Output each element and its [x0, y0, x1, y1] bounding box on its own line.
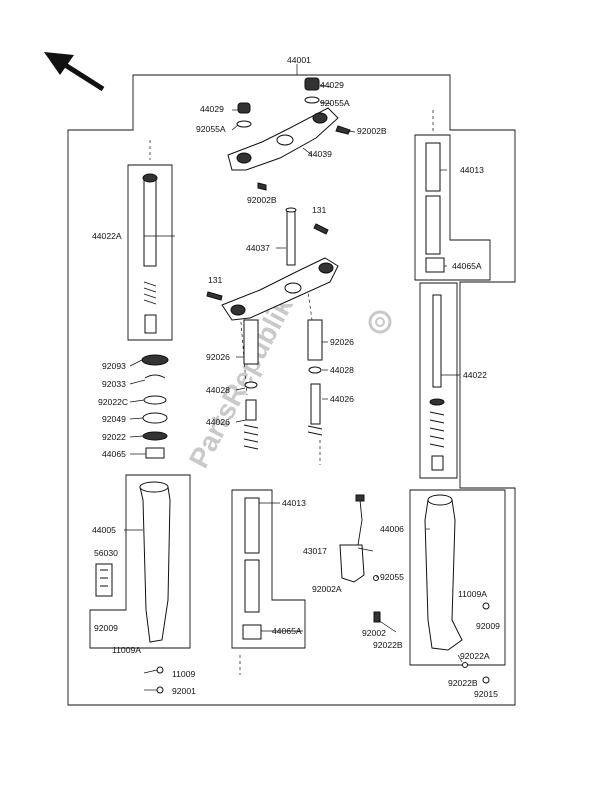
label-44005: 44005 [92, 525, 116, 535]
label-44001: 44001 [287, 55, 311, 65]
label-92009-right: 92009 [476, 621, 500, 631]
label-44029-left: 44029 [200, 104, 224, 114]
part-labels: 44001 44029 92055A 44029 92055A 92002B 4… [92, 55, 500, 699]
label-92055a-right: 92055A [320, 98, 350, 108]
upper-bracket [227, 77, 351, 191]
label-92002a: 92002A [312, 584, 342, 594]
label-92033: 92033 [102, 379, 126, 389]
label-131-left: 131 [208, 275, 223, 285]
label-44022a: 44022A [92, 231, 122, 241]
leader-lines [124, 64, 463, 691]
label-44026-left: 44026 [206, 417, 230, 427]
label-92022b-right: 92022B [448, 678, 478, 688]
left-inner-tube [142, 173, 158, 334]
label-44065a-bottom: 44065A [272, 626, 302, 636]
label-43017: 43017 [303, 546, 327, 556]
label-92026-left: 92026 [206, 352, 230, 362]
label-92022c: 92022C [98, 397, 128, 407]
middle-components [243, 319, 323, 450]
label-92026-right: 92026 [330, 337, 354, 347]
label-131-right: 131 [312, 205, 327, 215]
label-11009a-right: 11009A [458, 589, 487, 599]
watermark: PartsRepublik [183, 292, 392, 473]
label-92015: 92015 [474, 689, 498, 699]
label-92022b-left: 92022B [373, 640, 403, 650]
frame-44013-bottom [231, 489, 306, 649]
label-44037: 44037 [246, 243, 270, 253]
frame-44022a [127, 164, 173, 341]
label-92055a-left: 92055A [196, 124, 226, 134]
bottom-middle-tube [242, 497, 262, 640]
label-92001: 92001 [172, 686, 196, 696]
label-92022a: 92022A [460, 651, 490, 661]
right-top-tube [425, 142, 445, 273]
label-92002b-bottom: 92002B [247, 195, 277, 205]
frame-44005 [89, 474, 191, 649]
label-11009a-left: 11009A [112, 645, 141, 655]
label-44028-right: 44028 [330, 365, 354, 375]
label-44028-left: 44028 [206, 385, 230, 395]
lower-bracket [206, 207, 339, 321]
label-44013-top: 44013 [460, 165, 484, 175]
frame-44006 [409, 489, 506, 666]
label-44022: 44022 [463, 370, 487, 380]
right-outer-tube [373, 494, 490, 684]
left-outer-tube [95, 481, 171, 694]
frame-44022 [419, 282, 458, 479]
label-44006: 44006 [380, 524, 404, 534]
label-92009-left: 92009 [94, 623, 118, 633]
label-92002b-top: 92002B [357, 126, 387, 136]
label-44029-right: 44029 [320, 80, 344, 90]
assembly-frame [67, 74, 516, 706]
anti-dive-unit [339, 494, 379, 583]
label-92093: 92093 [102, 361, 126, 371]
label-44013-bottom: 44013 [282, 498, 306, 508]
label-92055: 92055 [380, 572, 404, 582]
label-92022: 92022 [102, 432, 126, 442]
label-44065: 44065 [102, 449, 126, 459]
gear-logo-icon [368, 310, 392, 334]
reference-lines [149, 110, 434, 675]
label-44065a-top: 44065A [452, 261, 482, 271]
label-92049: 92049 [102, 414, 126, 424]
direction-arrow-icon [44, 52, 105, 92]
label-44026-right: 44026 [330, 394, 354, 404]
label-92002: 92002 [362, 628, 386, 638]
label-56030: 56030 [94, 548, 118, 558]
label-44039: 44039 [308, 149, 332, 159]
frame-44013-top [414, 134, 491, 281]
left-seal-stack [141, 354, 169, 459]
label-11009: 11009 [172, 669, 195, 679]
right-inner-tube [429, 294, 445, 471]
